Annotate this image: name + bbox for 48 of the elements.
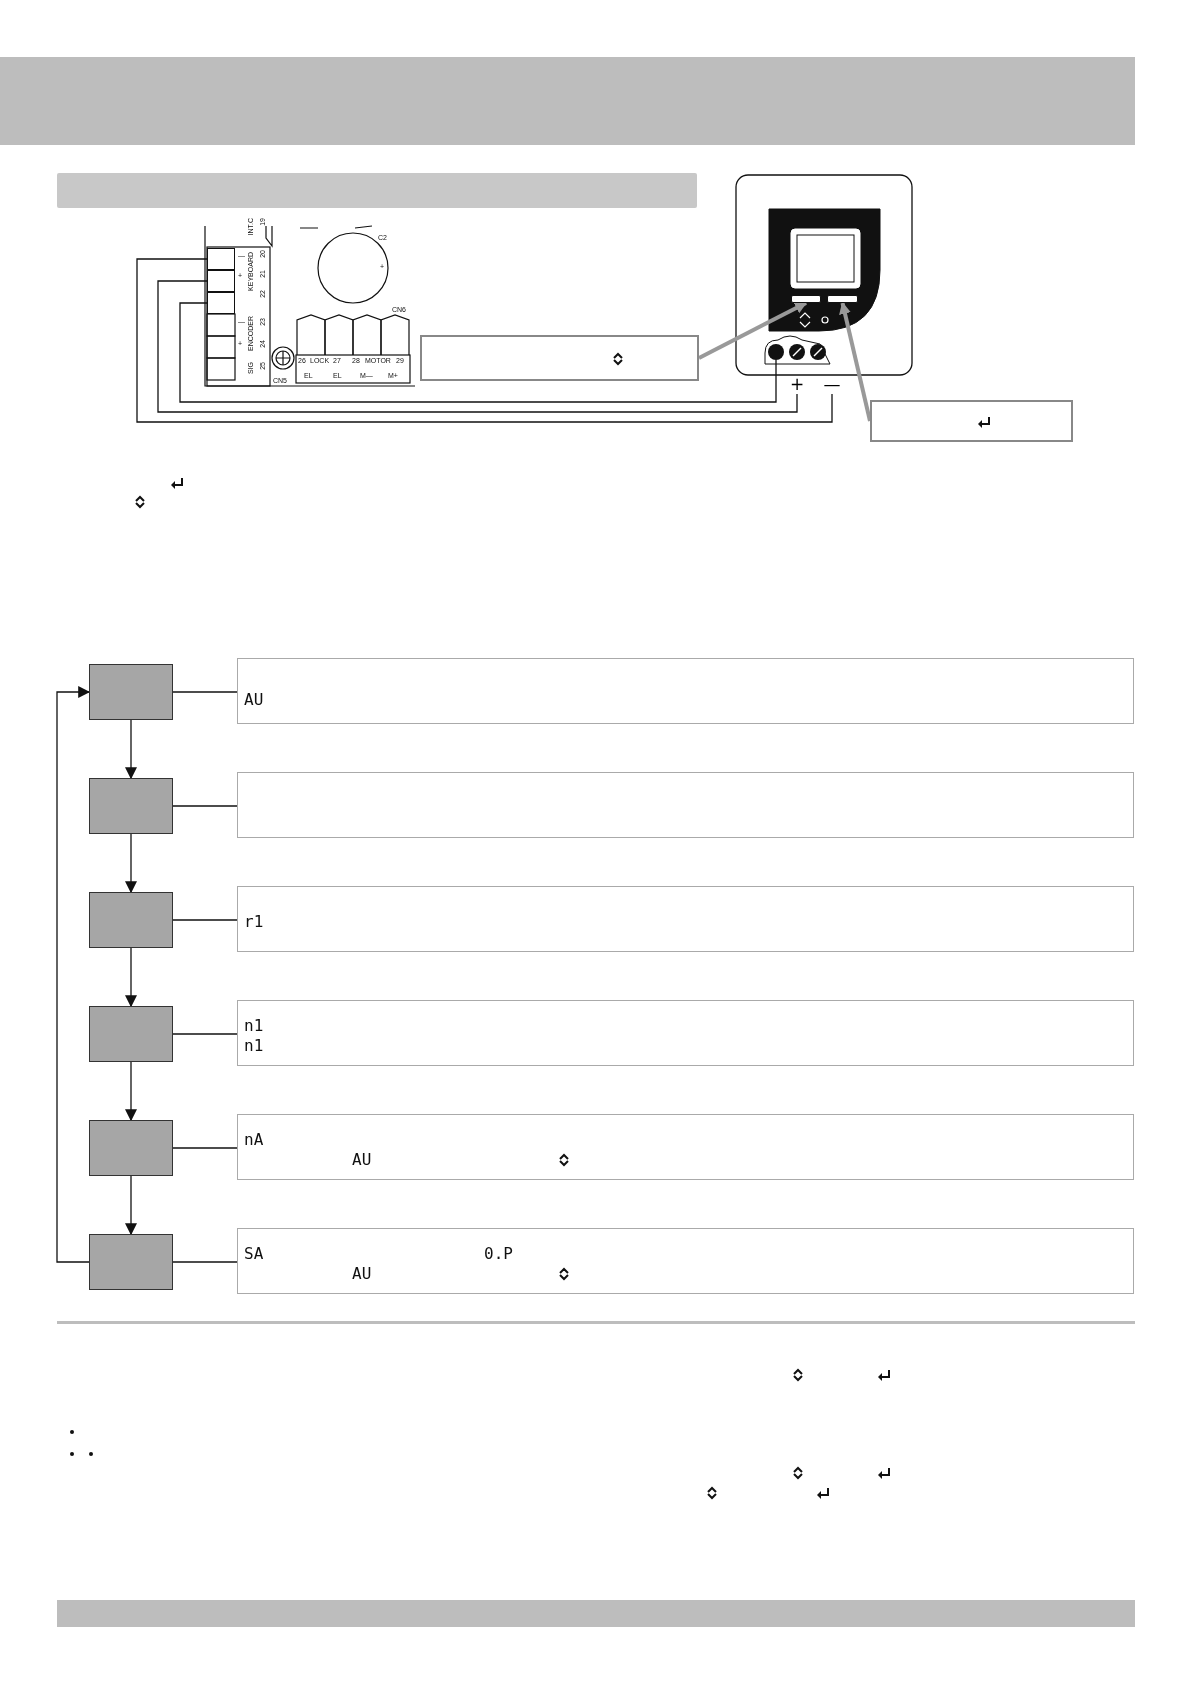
description-box <box>237 1228 1134 1294</box>
arrow <box>125 1175 137 1236</box>
terminal-block <box>207 292 235 314</box>
display-code: AU <box>352 1151 372 1169</box>
callout-box <box>870 400 1073 442</box>
connector-line <box>172 1033 238 1035</box>
connector-line <box>172 805 238 807</box>
display-code: n1 <box>244 1037 264 1055</box>
terminal-sign: — <box>823 374 841 394</box>
description-box <box>237 1114 1134 1180</box>
connector-line <box>172 1147 238 1149</box>
description-box <box>237 772 1134 838</box>
connector-line <box>172 919 238 921</box>
section-heading-bar <box>57 173 697 208</box>
display-code: r1 <box>244 913 264 931</box>
display-code: 0.P <box>484 1245 513 1263</box>
arrow <box>839 301 872 422</box>
description-box <box>237 1000 1134 1066</box>
arrow <box>125 1061 137 1122</box>
callout-box <box>420 335 699 381</box>
step-box <box>89 664 173 720</box>
terminal-block <box>207 248 235 270</box>
step-box <box>89 892 173 948</box>
connector-line <box>172 1261 238 1263</box>
arrow <box>125 719 137 780</box>
arrow <box>698 301 808 360</box>
keypad-button <box>791 295 821 303</box>
step-box <box>89 1234 173 1290</box>
keypad-button <box>827 295 858 303</box>
step-box <box>89 1120 173 1176</box>
display-code: SA <box>244 1245 264 1263</box>
description-box <box>237 658 1134 724</box>
display-code: n1 <box>244 1017 264 1035</box>
display-code: AU <box>352 1265 372 1283</box>
connector-line <box>179 302 777 403</box>
connector-line <box>136 258 833 423</box>
description-box <box>237 886 1134 952</box>
display-code: AU <box>244 691 264 709</box>
terminal-sign: + <box>789 374 805 394</box>
connector-line <box>157 280 798 413</box>
step-box <box>89 778 173 834</box>
arrow <box>125 947 137 1008</box>
arrow <box>56 686 91 1263</box>
connector-line <box>172 691 238 693</box>
arrow <box>125 833 137 894</box>
step-box <box>89 1006 173 1062</box>
terminal-block <box>207 270 235 292</box>
display-code: nA <box>244 1131 264 1149</box>
